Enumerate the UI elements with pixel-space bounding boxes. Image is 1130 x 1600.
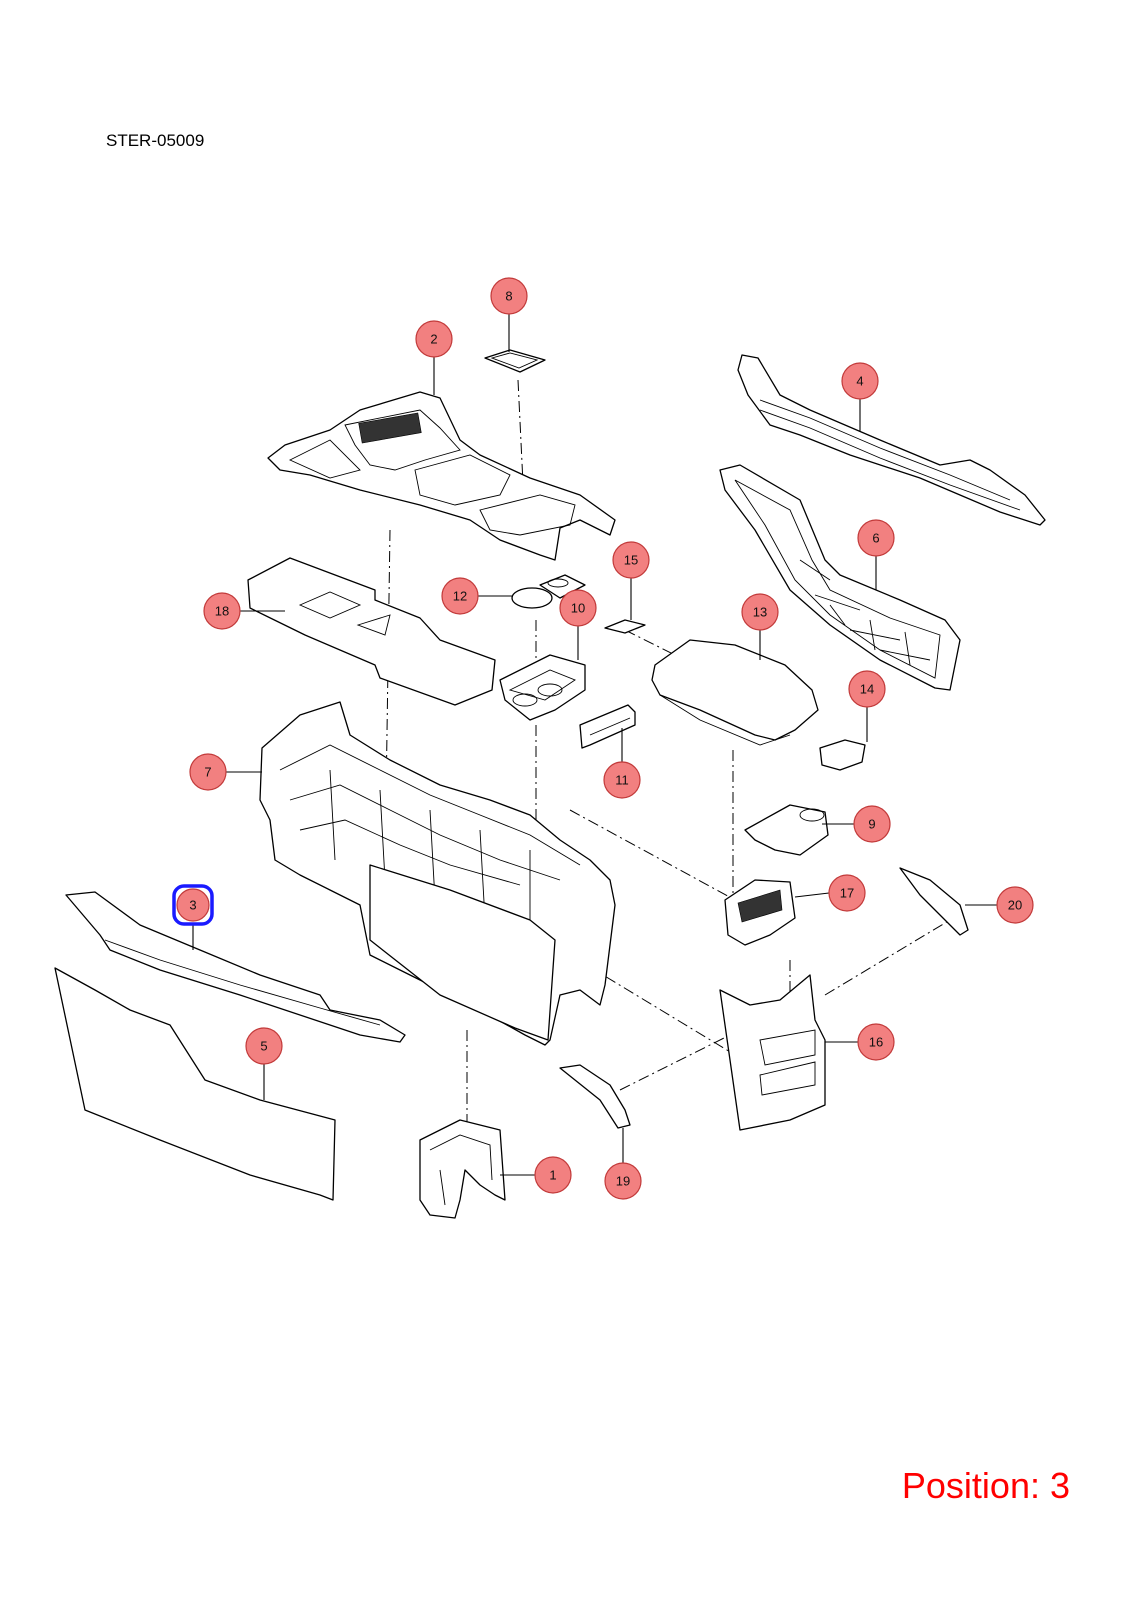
callout-3[interactable]: 3 (172, 884, 214, 926)
selected-callout-highlight (172, 884, 214, 926)
callout-11[interactable]: 11 (603, 761, 641, 799)
part-8-storage-mat (484, 349, 546, 373)
part-5-side-panel (54, 967, 336, 1201)
diagram-code: STER-05009 (106, 131, 205, 150)
callout-2[interactable]: 2 (415, 320, 453, 358)
part-1-mounting-bracket (419, 1119, 506, 1219)
part-20-rear-trim (899, 867, 969, 936)
part-6-lattice-side-panel (719, 464, 961, 691)
callout-20[interactable]: 20 (996, 886, 1034, 924)
position-readout: Position: 3 (901, 1465, 1070, 1506)
leader-lines (192, 314, 997, 1176)
part-12-cup-insert (511, 574, 586, 609)
callout-17[interactable]: 17 (828, 874, 866, 912)
callout-9[interactable]: 9 (853, 805, 891, 843)
callout-16[interactable]: 16 (857, 1023, 895, 1061)
part-17-rear-vent-housing (724, 879, 796, 946)
callout-13[interactable]: 13 (741, 593, 779, 631)
part-3-side-trim (65, 891, 406, 1043)
callout-8[interactable]: 8 (490, 277, 528, 315)
callout-7[interactable]: 7 (189, 753, 227, 791)
callout-1[interactable]: 1 (534, 1156, 572, 1194)
callout-4[interactable]: 4 (841, 362, 879, 400)
callout-15[interactable]: 15 (612, 541, 650, 579)
part-18-floor-mat (247, 557, 496, 706)
part-11-bracket (579, 704, 636, 749)
callout-14[interactable]: 14 (848, 670, 886, 708)
callout-6[interactable]: 6 (857, 519, 895, 557)
part-4-console-side-rail (737, 354, 1046, 526)
part-15-clip (604, 619, 646, 634)
callout-10[interactable]: 10 (559, 589, 597, 627)
part-10-cup-holder (499, 654, 586, 721)
part-7-console-body (259, 701, 616, 1046)
callout-5[interactable]: 5 (245, 1027, 283, 1065)
part-19-trim (559, 1064, 631, 1129)
part-9-tray (744, 804, 829, 856)
callout-12[interactable]: 12 (441, 577, 479, 615)
part-13-armrest-lid (651, 639, 819, 746)
part-2-console-top-panel (267, 391, 616, 561)
part-16-rear-panel (719, 974, 826, 1131)
callout-19[interactable]: 19 (604, 1162, 642, 1200)
callout-18[interactable]: 18 (203, 592, 241, 630)
part-14-latch (819, 739, 866, 771)
